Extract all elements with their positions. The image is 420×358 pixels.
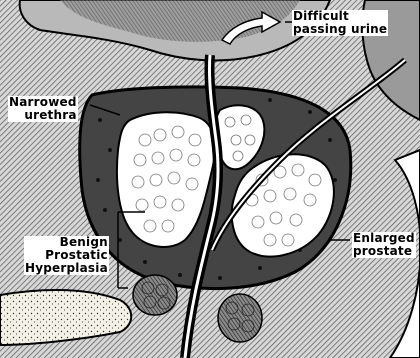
label-difficult-passing-urine: Difficult passing urine: [292, 10, 388, 36]
label-bph-line3: Hyperplasia: [25, 262, 108, 275]
label-narrowed-urethra: Narrowed urethra: [8, 96, 78, 122]
label-enlarged-prostate: Enlarged prostate: [352, 232, 416, 258]
label-difficult-line2: passing urine: [293, 23, 387, 36]
label-enlarged-line2: prostate: [353, 245, 415, 258]
label-bph: Benign Prostatic Hyperplasia: [24, 236, 109, 275]
label-narrowed-line2: urethra: [9, 109, 77, 122]
